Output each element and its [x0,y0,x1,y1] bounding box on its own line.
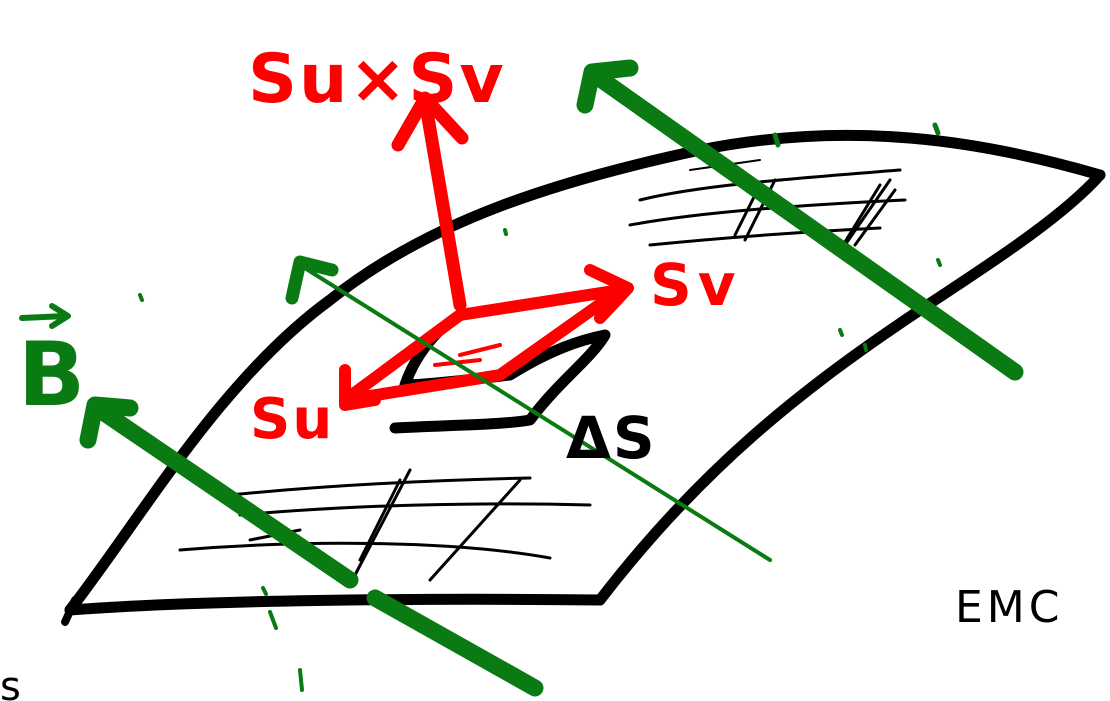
b-field-vector-arrow [19,303,71,329]
label-b-field: B [18,323,85,426]
field-line-left-arrowhead [79,396,139,449]
normal-vector-arrowhead [391,91,469,152]
normal-vector-shaft [418,93,467,312]
green-specks [138,122,942,692]
sv-arrowhead [584,264,634,324]
field-line-left [79,396,544,697]
surface-patch [61,129,1106,626]
field-line-right-arrowhead [576,59,639,114]
surface-bottom-edge [64,593,606,616]
surface-right-edge [594,169,1106,606]
surface-top-edge [64,129,1106,616]
label-su: Su [250,387,334,452]
surface-corner-tick [61,596,79,626]
field-line-center [285,255,772,562]
parallelogram-hatch-1 [458,343,502,357]
field-line-center-arrowhead [285,255,339,305]
field-line-center-shaft [298,263,772,562]
label-corner-text: EMC [955,582,1064,633]
field-line-right-shaft [586,66,1024,381]
normal-vector [391,91,469,312]
label-delta-s: ΔS [566,404,657,472]
grid-hatch-lower [178,468,592,582]
field-line-left-shaft-lower [366,589,544,697]
field-line-left-shaft-upper [91,401,359,589]
label-cross-product: Su×Sv [248,40,506,119]
field-line-right [576,59,1024,381]
label-sv: Sv [650,251,742,319]
su-arrowhead [339,364,381,411]
label-left-edge-mark: s [0,664,21,701]
